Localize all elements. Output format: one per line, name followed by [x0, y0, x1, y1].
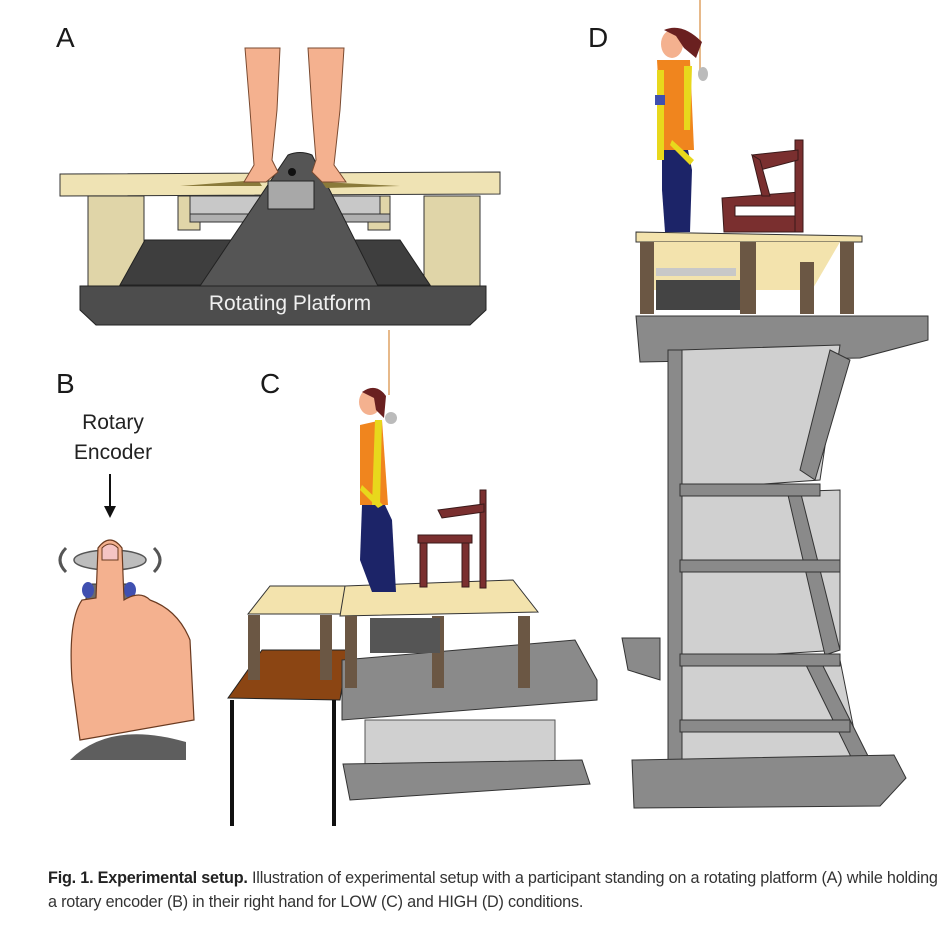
panel-label-d: D [588, 22, 609, 53]
right-leg [307, 47, 347, 183]
caption-text: Illustration of experimental setup with … [48, 869, 938, 911]
person-pants [662, 150, 692, 232]
caption-title: Fig. 1. Experimental setup. [48, 869, 248, 887]
panel-label-b: B [56, 368, 75, 399]
rotating-platform-label: Rotating Platform [208, 292, 372, 315]
scissor-lift-high [621, 315, 929, 809]
figure-caption: Fig. 1. Experimental setup. Illustration… [48, 866, 943, 914]
panel-b-rotary-encoder [58, 474, 195, 760]
rotary-encoder-label: Rotary Encoder [58, 408, 168, 468]
rotation-arrow-icon [58, 546, 68, 574]
rotation-arrow-icon [152, 546, 162, 574]
platform-pyramid [199, 152, 379, 287]
panel-label-c: C [260, 368, 281, 399]
rotary-encoder-label-line1: Rotary [82, 411, 144, 434]
panel-c-low-condition [227, 330, 598, 826]
scissor-lift-low [341, 639, 598, 721]
person-hair [362, 387, 386, 418]
hand [70, 539, 195, 741]
person-hair [664, 27, 702, 58]
platform-base [79, 285, 487, 326]
panel-label-a: A [56, 22, 75, 53]
chair [721, 139, 804, 233]
panel-d-high-condition [621, 0, 929, 809]
chair [417, 489, 487, 589]
rotary-encoder-label-line2: Encoder [73, 441, 153, 464]
platform-table [635, 231, 863, 243]
figure-illustration [58, 0, 929, 826]
board-leg [423, 195, 481, 287]
sleeve [70, 734, 186, 760]
person-pants [360, 505, 396, 592]
left-leg [243, 47, 281, 183]
panel-a-rotating-platform [59, 47, 501, 326]
